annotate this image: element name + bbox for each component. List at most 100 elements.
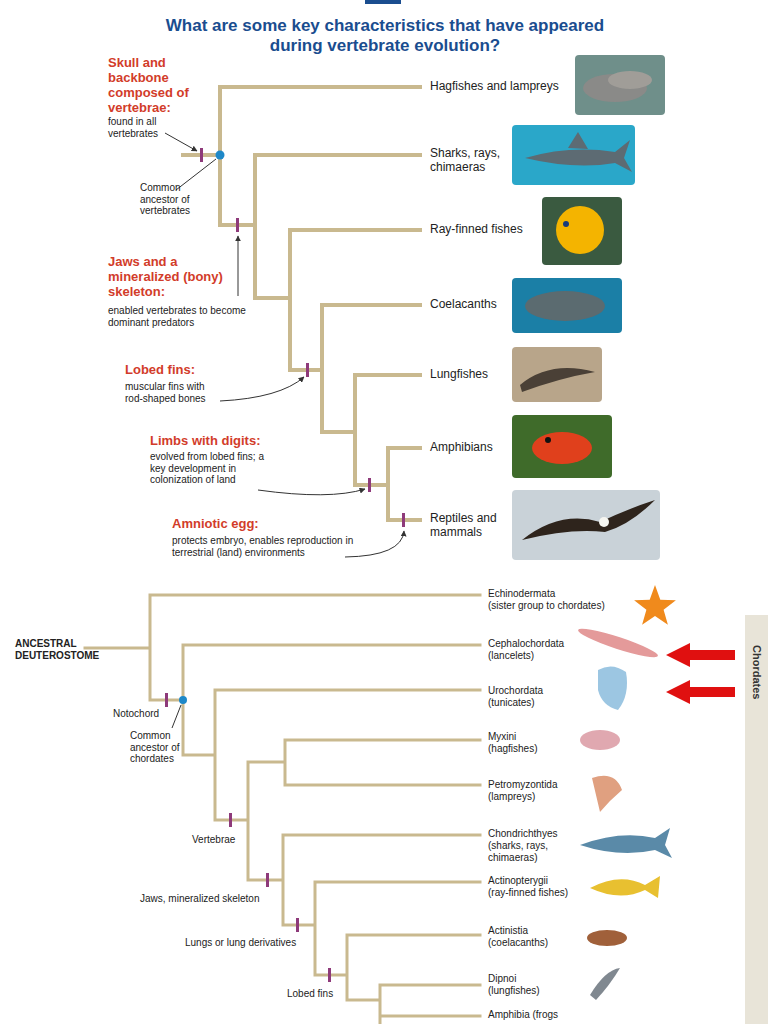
- trait-label: Notochord: [113, 708, 159, 720]
- animal-photo: [599, 517, 609, 527]
- trait-label: Lobed fins: [287, 988, 333, 1000]
- leader-line: [172, 705, 181, 728]
- taxon-label: Sharks, rays, chimaeras: [430, 147, 512, 175]
- trait-tick: [200, 148, 203, 162]
- ancestor-dot: [179, 696, 187, 704]
- ancestor-dot: [216, 151, 225, 160]
- animal-photo: [575, 55, 665, 115]
- taxon-label: Myxini: [488, 731, 516, 743]
- taxon-label: Ray-finned fishes: [430, 223, 523, 237]
- taxon-subtitle: (tunicates): [488, 697, 535, 709]
- animal-illustration: [592, 776, 622, 812]
- taxon-label: Cephalochordata: [488, 638, 564, 650]
- trait-heading: Amniotic egg:: [172, 517, 259, 532]
- animal-illustration: [576, 624, 660, 661]
- taxon-subtitle: (lungfishes): [488, 985, 540, 997]
- leader-line: [165, 133, 197, 151]
- taxon-label: Urochordata: [488, 685, 543, 697]
- trait-note: protects embryo, enables reproduction in…: [172, 535, 382, 558]
- trait-heading: Limbs with digits:: [150, 434, 261, 449]
- animal-illustration: [576, 585, 676, 1000]
- trait-label: Jaws, mineralized skeleton: [140, 893, 260, 905]
- taxon-subtitle: (lancelets): [488, 650, 534, 662]
- ancestor-dot: [179, 696, 187, 704]
- animal-photo: [556, 206, 604, 254]
- trait-tick: [165, 693, 168, 707]
- animal-illustration: [590, 876, 660, 898]
- animal-photo: [532, 432, 592, 464]
- trait-tick: [296, 918, 299, 932]
- clade-band: Chordates: [745, 615, 768, 1024]
- animal-illustration: [580, 828, 672, 858]
- animal-photo: [525, 291, 605, 321]
- trait-note: muscular fins with rod-shaped bones: [125, 381, 220, 404]
- trait-tick: [236, 218, 239, 232]
- animal-illustration: [634, 585, 676, 625]
- trait-heading: Lobed fins:: [125, 363, 195, 378]
- tree-branch: [85, 595, 480, 1024]
- leader-line: [258, 489, 365, 495]
- trait-note: found in all vertebrates: [108, 116, 180, 139]
- animal-photo: [522, 500, 655, 540]
- animal-photo: [563, 221, 569, 227]
- animal-photo: [512, 415, 612, 478]
- header-bar: [365, 0, 401, 4]
- trait-heading: Skull and backbone composed of vertebrae…: [108, 56, 203, 116]
- taxon-label: Echinodermata: [488, 588, 555, 600]
- trait-label: Lungs or lung derivatives: [185, 937, 296, 949]
- taxon-label: Lungfishes: [430, 368, 488, 382]
- taxon-label: Hagfishes and lampreys: [430, 80, 559, 94]
- leader-line: [238, 236, 239, 296]
- trait-heading: Jaws and a mineralized (bony) skeleton:: [108, 255, 233, 300]
- animal-photo: [512, 347, 602, 402]
- trait-tick: [266, 873, 269, 887]
- leader-line: [172, 705, 181, 728]
- animal-illustration: [587, 930, 627, 946]
- animal-photo: [525, 132, 632, 172]
- taxon-subtitle: (sister group to chordates): [488, 600, 605, 612]
- trait-tick: [402, 513, 405, 527]
- taxon-label: Dipnoi: [488, 973, 516, 985]
- leader-line: [220, 377, 304, 401]
- leader-line: [165, 133, 404, 557]
- taxon-subtitle: (hagfishes): [488, 743, 537, 755]
- leader-line: [176, 159, 216, 190]
- taxon-label: Petromyzontida: [488, 779, 557, 791]
- taxon-subtitle: (coelacanths): [488, 937, 548, 949]
- taxon-label: Actinopterygii: [488, 875, 548, 887]
- taxon-subtitle: (ray-finned fishes): [488, 887, 568, 899]
- trait-label: Vertebrae: [192, 834, 235, 846]
- taxon-label: Reptiles and mammals: [430, 512, 510, 540]
- pointer-arrow: [666, 643, 735, 704]
- animal-illustration: [590, 968, 620, 1000]
- taxon-label: Amphibia (frogs: [488, 1009, 558, 1021]
- animal-illustration: [598, 666, 627, 710]
- trait-tick: [306, 363, 309, 377]
- animal-photo: [545, 437, 551, 443]
- animal-photo: [512, 125, 635, 185]
- ancestor-label: Common ancestor of chordates: [130, 730, 192, 765]
- taxon-label: Actinistia: [488, 925, 528, 937]
- ancestor-label: Common ancestor of vertebrates: [140, 182, 202, 217]
- animal-photo: [512, 490, 660, 560]
- diagram-title: What are some key characteristics that h…: [140, 16, 630, 57]
- trait-tick: [328, 968, 331, 982]
- animal-photo: [608, 71, 652, 89]
- taxon-label: Chondrichthyes: [488, 828, 557, 840]
- pointer-arrow: [666, 680, 735, 704]
- taxon-label: Amphibians: [430, 441, 493, 455]
- trait-note: evolved from lobed fins; a key developme…: [150, 451, 270, 486]
- trait-tick: [229, 813, 232, 827]
- tree-branch: [85, 595, 480, 1024]
- taxon-subtitle: (sharks, rays, chimaeras): [488, 840, 560, 863]
- trait-tick: [368, 478, 371, 492]
- animal-illustration: [580, 730, 620, 750]
- pointer-arrow: [666, 643, 735, 667]
- leader-line: [345, 531, 404, 557]
- animal-photo: [520, 368, 595, 392]
- ancestor-dot: [216, 151, 225, 160]
- band-label: Chordates: [751, 645, 763, 699]
- animal-photo: [542, 197, 622, 265]
- animal-photo: [512, 55, 665, 560]
